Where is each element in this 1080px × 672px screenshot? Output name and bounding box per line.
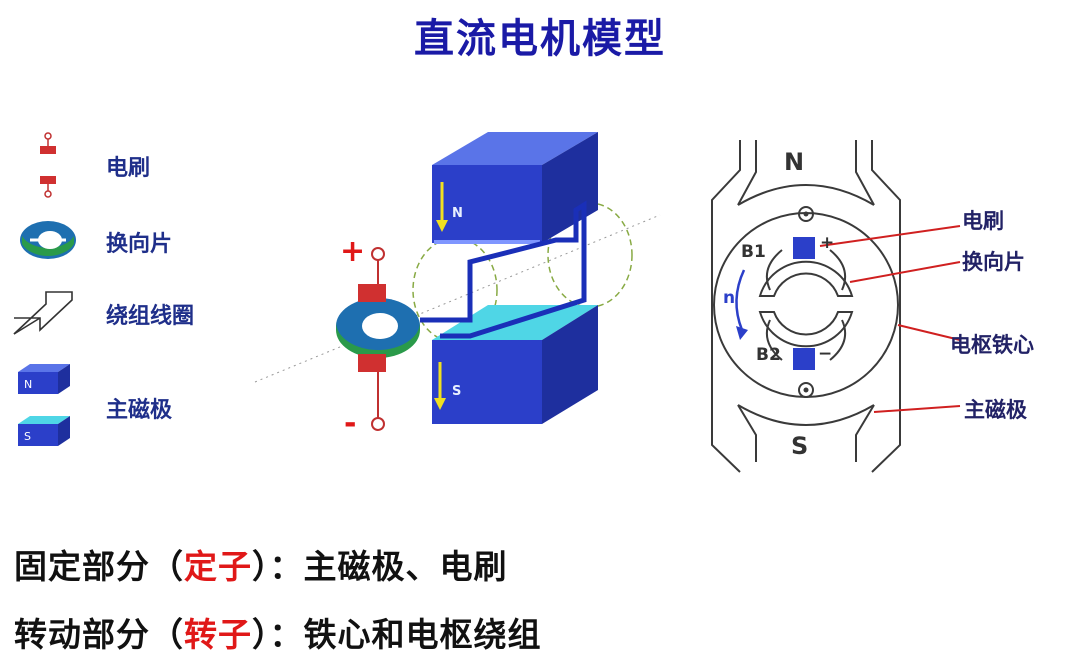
leader-lines [819,225,961,413]
legend-commutator-label: 换向片 [106,232,173,257]
legend-main-pole-label: 主磁极 [106,398,173,423]
label-main-pole: 主磁极 [964,398,1027,422]
brush-b1-label: B1 [741,242,766,262]
stator-suffix: ）：主磁极、电刷 [252,547,508,586]
label-brush: 电刷 [962,209,1004,233]
winding-icon [13,291,73,335]
legend-brush-label: 电刷 [106,156,151,181]
main-pole-icon-n: N [18,364,70,394]
stator-pole-n: N [784,148,805,176]
rotor-suffix: ）：铁心和电枢绕组 [252,615,542,654]
commutator-icon [20,221,76,259]
brush-icon [40,132,56,198]
rotor-highlight: 转子 [184,615,252,654]
minus-terminal-label: - [344,406,357,441]
brush-b2 [793,348,815,370]
commutator [336,298,420,358]
winding-loop [420,200,587,339]
rotation-arrow [735,269,746,331]
legend-winding-label: 绕组线圈 [106,304,195,329]
lower-pole-label: S [452,384,462,399]
rotor-prefix: 转动部分（ [14,615,184,654]
stator-highlight: 定子 [184,547,252,586]
lower-pole [432,305,598,424]
brushes [358,247,386,431]
rotor-description: 转动部分（转子）：铁心和电枢绕组 [14,608,542,656]
svg-text:N: N [24,378,32,391]
commutator-segments [758,249,854,361]
page-title: 直流电机模型 [414,16,666,62]
brush-b1 [793,237,815,259]
upper-pole-label: N [452,206,463,221]
rotation-label: n [723,288,736,308]
stator-pole-s: S [791,432,809,460]
plus-terminal-label: + [340,234,366,269]
label-commutator: 换向片 [962,250,1025,274]
stator-prefix: 固定部分（ [14,547,184,586]
brush-b2-label: B2 [756,345,781,365]
stator-description: 固定部分（定子）：主磁极、电刷 [14,540,508,588]
main-pole-icon-s: S [18,416,70,446]
stator-frame [711,140,901,473]
plus-sign-label: + [820,233,835,253]
label-armature-core: 电枢铁心 [950,333,1034,357]
svg-text:S: S [24,430,31,443]
minus-sign-label: − [818,344,833,364]
